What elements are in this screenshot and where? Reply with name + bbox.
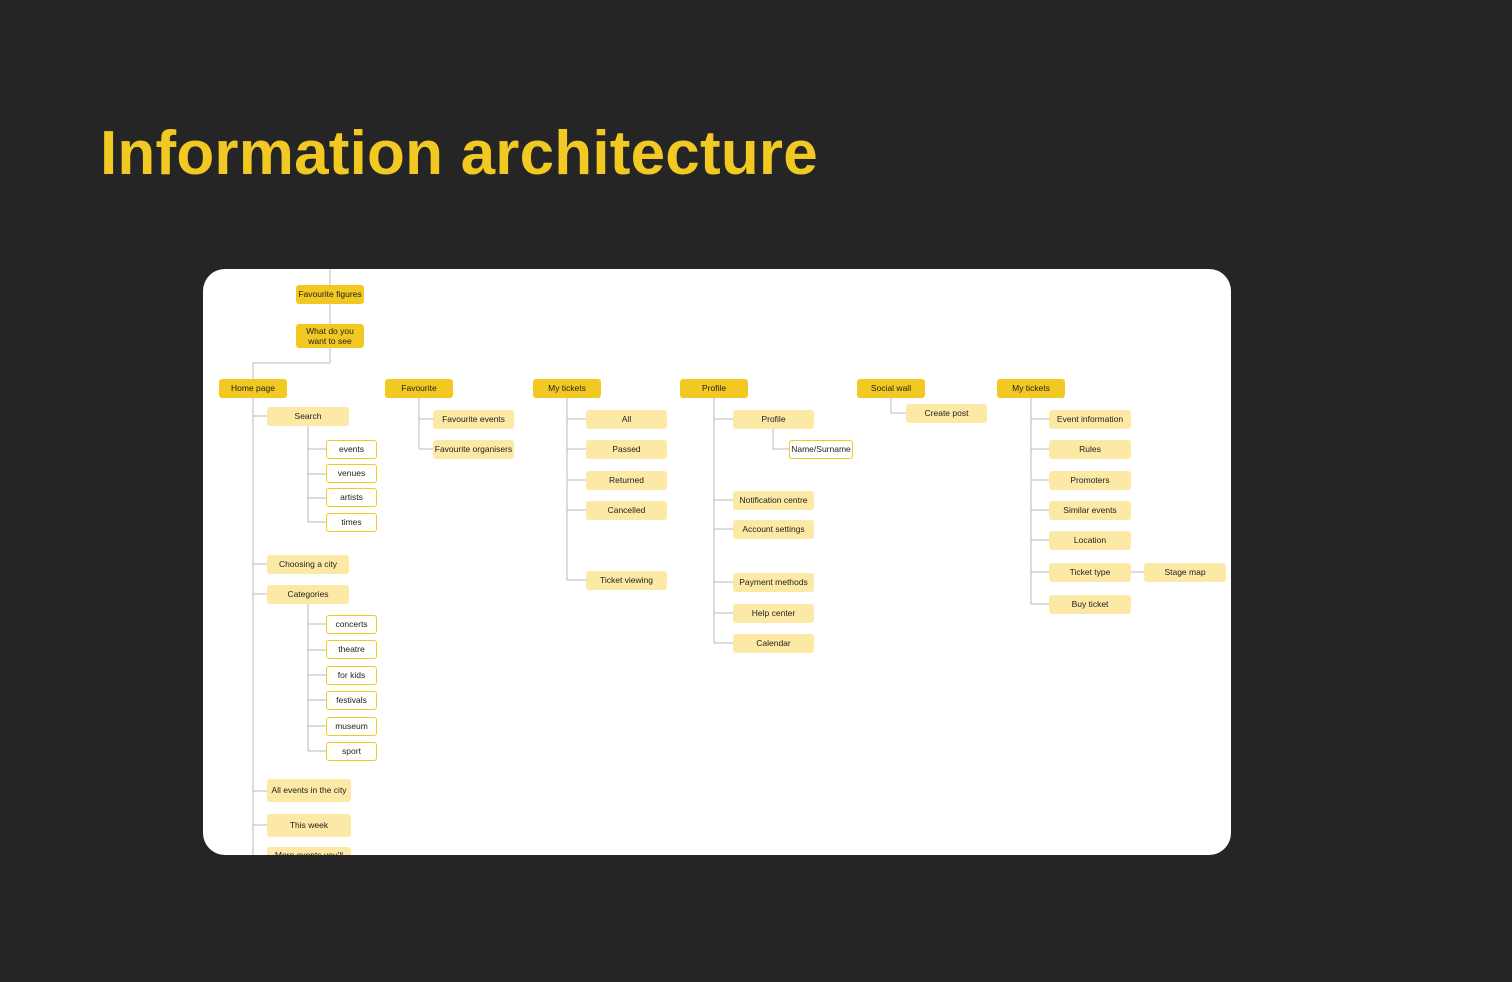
node-tickets-cancelled: Cancelled xyxy=(586,501,667,520)
node-search-events: events xyxy=(326,440,377,459)
node-stage-map: Stage map xyxy=(1144,563,1226,582)
node-payment-methods: Payment methods xyxy=(733,573,814,592)
node-tickets-passed: Passed xyxy=(586,440,667,459)
node-search-times: times xyxy=(326,513,377,532)
node-my-tickets: My tickets xyxy=(533,379,601,398)
node-tickets-all: All xyxy=(586,410,667,429)
node-profile-sub: Profile xyxy=(733,410,814,429)
node-buy-ticket: Buy ticket xyxy=(1049,595,1131,614)
node-similar-events: Similar events xyxy=(1049,501,1131,520)
node-category-for-kids: for kids xyxy=(326,666,377,685)
node-calendar: Calendar xyxy=(733,634,814,653)
node-what-do-you-want-to-see: What do you want to see xyxy=(296,324,364,348)
connector-lines xyxy=(252,269,1144,855)
node-ticket-viewing: Ticket viewing xyxy=(586,571,667,590)
node-help-center: Help center xyxy=(733,604,814,623)
node-location: Location xyxy=(1049,531,1131,550)
node-favourite-events: Favourite events xyxy=(433,410,514,429)
node-favourite-organisers: Favourite organisers xyxy=(433,440,514,459)
node-favourite-figures: Favourite figures xyxy=(296,285,364,304)
node-promoters: Promoters xyxy=(1049,471,1131,490)
node-tickets-returned: Returned xyxy=(586,471,667,490)
node-search-venues: venues xyxy=(326,464,377,483)
node-profile: Profile xyxy=(680,379,748,398)
node-create-post: Create post xyxy=(906,404,987,423)
node-notification-centre: Notification centre xyxy=(733,491,814,510)
architecture-board: Favourite figures What do you want to se… xyxy=(203,269,1231,855)
node-rules: Rules xyxy=(1049,440,1131,459)
node-ticket-type: Ticket type xyxy=(1049,563,1131,582)
node-category-festivals: festivals xyxy=(326,691,377,710)
node-category-museum: museum xyxy=(326,717,377,736)
node-categories: Categories xyxy=(267,585,349,604)
node-more-events: More events you'll xyxy=(267,847,351,855)
node-search-artists: artists xyxy=(326,488,377,507)
node-choosing-city: Choosing a city xyxy=(267,555,349,574)
node-home-page: Home page xyxy=(219,379,287,398)
node-event-information: Event information xyxy=(1049,410,1131,429)
node-favourite: Favourite xyxy=(385,379,453,398)
node-search: Search xyxy=(267,407,349,426)
node-all-events-city: All events in the city xyxy=(267,779,351,802)
node-this-week: This week xyxy=(267,814,351,837)
node-account-settings: Account settings xyxy=(733,520,814,539)
node-my-tickets-2: My tickets xyxy=(997,379,1065,398)
page-title: Information architecture xyxy=(100,119,818,188)
node-category-theatre: theatre xyxy=(326,640,377,659)
node-category-concerts: concerts xyxy=(326,615,377,634)
node-category-sport: sport xyxy=(326,742,377,761)
node-social-wall: Social wall xyxy=(857,379,925,398)
node-name-surname: Name/Surname xyxy=(789,440,853,459)
